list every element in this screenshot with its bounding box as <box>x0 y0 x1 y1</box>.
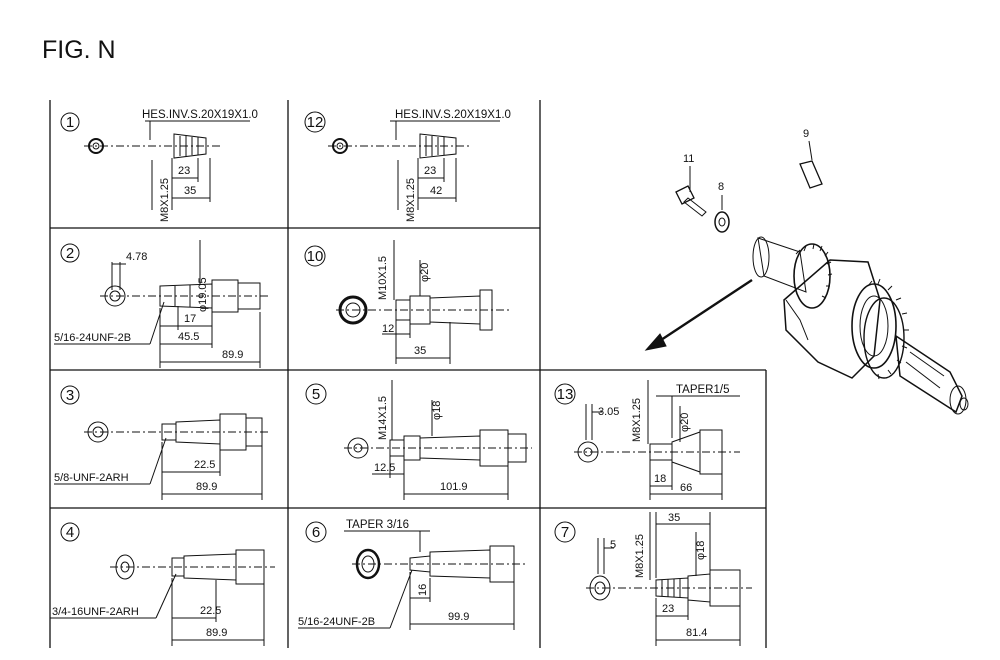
diameter-label: φ20 <box>679 413 691 432</box>
panel-number: 10 <box>307 248 324 265</box>
dim-label: 89.9 <box>206 627 227 639</box>
taper-label: TAPER1/5 <box>676 384 729 396</box>
dim-label: 18 <box>654 473 666 485</box>
panel-5: 5 M14X1.5 φ18 12.5 101.9 <box>305 380 532 500</box>
dim-label: 17 <box>184 313 196 325</box>
thread-label: 5/16-24UNF-2B <box>54 332 131 344</box>
panel-number: 12 <box>307 114 324 131</box>
panel-number: 6 <box>312 524 320 541</box>
part-number: 9 <box>803 128 809 140</box>
dim-label: 101.9 <box>440 481 468 493</box>
thread-label: 5/16-24UNF-2B <box>298 616 375 628</box>
taper-label: TAPER 3/16 <box>346 519 409 531</box>
width-label: 3.05 <box>598 406 619 418</box>
dim-label: 22.5 <box>200 605 221 617</box>
diameter-label: φ18 <box>431 401 443 420</box>
panel-1: 1 HES.INV.S.20X19X1.0 M8X1.25 23 35 <box>60 109 258 222</box>
thread-label: M8X1.25 <box>631 398 643 442</box>
thread-label: M8X1.25 <box>159 178 171 222</box>
panel-10: 10 M10X1.5 φ20 12 35 <box>304 240 510 364</box>
figure-title: FIG. N <box>42 36 116 64</box>
dim-label: 66 <box>680 482 692 494</box>
thread-label: M10X1.5 <box>377 256 389 300</box>
dim-label: 23 <box>178 165 190 177</box>
thread-label: M14X1.5 <box>377 396 389 440</box>
diameter-label: φ19.05 <box>197 277 209 312</box>
panel-3: 3 22.5 89.9 5/8-UNF-2ARH <box>54 385 268 500</box>
dim-label: 81.4 <box>686 627 707 639</box>
width-label: 5 <box>610 539 616 551</box>
dim-label: 12 <box>382 323 394 335</box>
dim-label: 45.5 <box>178 331 199 343</box>
diameter-label: φ18 <box>695 541 707 560</box>
panel-6: 6 TAPER 3/16 16 99.9 5/16-24UNF-2B <box>298 519 528 630</box>
panel-number: 13 <box>557 386 574 403</box>
bearing-spec: HES.INV.S.20X19X1.0 <box>395 109 511 121</box>
dim-label: 89.9 <box>196 481 217 493</box>
bearing-spec: HES.INV.S.20X19X1.0 <box>142 109 258 121</box>
dim-label: 22.5 <box>194 459 215 471</box>
dim-label: 42 <box>430 185 442 197</box>
crankshaft-exploded-view: 9 11 8 <box>644 128 969 415</box>
panel-number: 1 <box>66 114 74 131</box>
panel-4: 4 22.5 89.9 3/4-16UNF-2ARH <box>50 522 275 646</box>
dim-label: 99.9 <box>448 611 469 623</box>
thread-label: M8X1.25 <box>634 534 646 578</box>
panel-2: 2 4.78 φ19.05 17 45.5 89.9 5/16-24UNF-2B <box>54 240 268 368</box>
dim-label: 89.9 <box>222 349 243 361</box>
panel-7: 7 5 M8X1.25 35 φ18 23 81.4 <box>554 512 752 646</box>
dim-label: 35 <box>184 185 196 197</box>
diameter-label: φ20 <box>419 263 431 282</box>
thread-label: 3/4-16UNF-2ARH <box>52 606 139 618</box>
width-label: 4.78 <box>126 251 147 263</box>
dim-label: 35 <box>668 512 680 524</box>
panel-number: 5 <box>312 386 320 403</box>
panel-grid <box>49 100 767 648</box>
panel-number: 2 <box>66 245 74 262</box>
part-number: 11 <box>683 153 694 165</box>
dim-label: 23 <box>424 165 436 177</box>
dim-label: 35 <box>414 345 426 357</box>
part-number: 8 <box>718 181 724 193</box>
panel-13: 13 3.05 M8X1.25 TAPER1/5 φ20 18 66 <box>554 380 740 500</box>
dim-label: 12.5 <box>374 462 395 474</box>
panel-number: 7 <box>561 524 569 541</box>
thread-label: M8X1.25 <box>405 178 417 222</box>
panel-12: 12 HES.INV.S.20X19X1.0 M8X1.25 23 42 <box>304 109 511 222</box>
dim-label: 23 <box>662 603 674 615</box>
thread-label: 5/8-UNF-2ARH <box>54 472 129 484</box>
panel-number: 3 <box>66 387 74 404</box>
panel-number: 4 <box>66 524 74 541</box>
dim-label: 16 <box>417 584 429 596</box>
